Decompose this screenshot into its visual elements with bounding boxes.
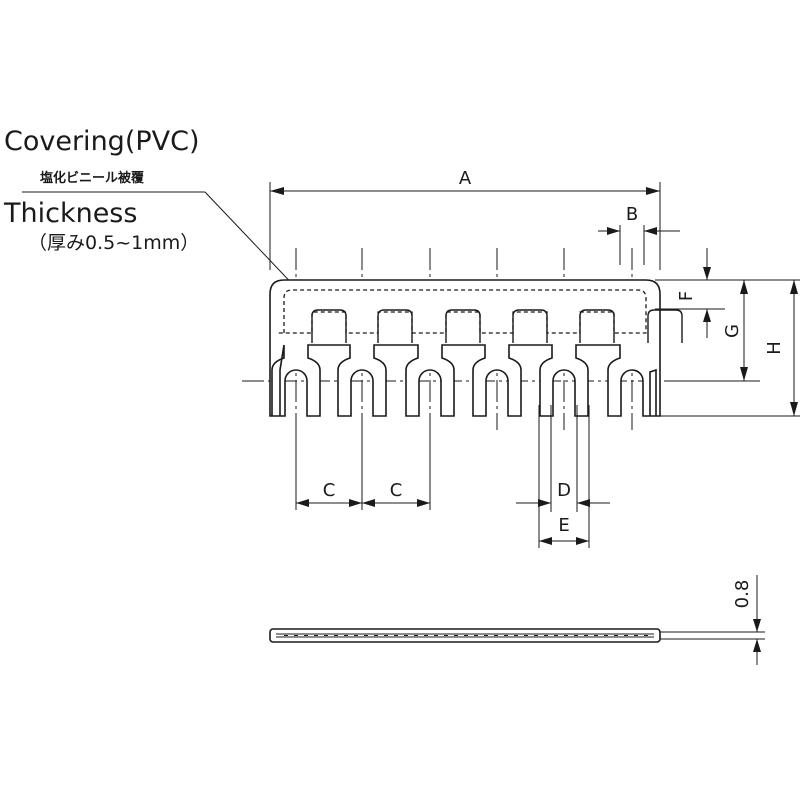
dimension-a: A — [269, 168, 661, 270]
dimension-c: C C — [295, 420, 431, 510]
dimension-a-label: A — [459, 168, 472, 189]
dimension-h: H — [660, 279, 800, 417]
dimension-f-label: F — [676, 291, 697, 301]
dimension-thickness-label: 0.8 — [732, 580, 753, 609]
bar-notch — [647, 309, 683, 343]
bar-notch — [512, 309, 548, 343]
dimension-b: B — [598, 204, 680, 265]
dimension-d-label: D — [557, 480, 571, 501]
label-leader-line — [204, 191, 301, 293]
dimension-h-label: H — [764, 341, 785, 355]
dimension-thickness: 0.8 — [732, 575, 761, 665]
pin-centerlines — [295, 248, 633, 430]
dimension-d: D — [516, 405, 610, 512]
dimension-b-label: B — [626, 204, 638, 225]
jumper-bar-body — [269, 279, 661, 417]
dimension-g: G — [665, 280, 760, 382]
dimension-e: E — [538, 405, 590, 548]
dimension-c1-label: C — [323, 480, 336, 501]
dimension-c2-label: C — [390, 480, 403, 501]
covering-label: Covering(PVC) — [4, 126, 200, 157]
bar-notch — [579, 309, 615, 343]
dimension-f: F — [655, 248, 725, 338]
label-block: Covering(PVC) 塩化ビニール被覆 Thickness （厚み0.5~… — [3, 126, 301, 293]
dimension-e-label: E — [558, 515, 569, 536]
dimension-g-label: G — [722, 324, 743, 338]
covering-jp-label: 塩化ビニール被覆 — [40, 170, 145, 186]
front-view — [242, 248, 683, 430]
side-view — [269, 628, 765, 643]
thickness-jp-label: （厚み0.5~1mm） — [28, 232, 199, 254]
thickness-label: Thickness — [3, 198, 137, 229]
bar-notch — [445, 309, 481, 343]
bar-notch — [377, 309, 413, 343]
bar-notch — [311, 309, 347, 343]
